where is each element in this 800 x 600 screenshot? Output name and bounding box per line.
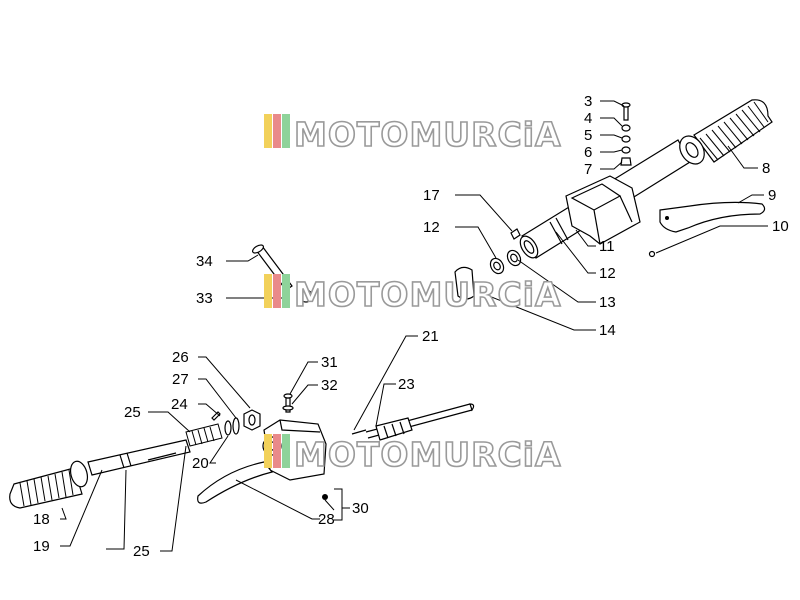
- callout-23: 23: [398, 376, 415, 393]
- callout-9: 9: [768, 187, 776, 204]
- washers: [211, 409, 261, 436]
- callout-4: 4: [584, 110, 592, 127]
- callout-28: 28: [318, 511, 335, 528]
- switch-housing: [565, 175, 641, 245]
- right-brake-lever: [648, 201, 766, 258]
- cable-end-pin: [351, 429, 367, 435]
- callout-31: 31: [321, 354, 338, 371]
- watermark-text: MOTOMURCiA: [294, 115, 562, 154]
- leader-lines: [60, 100, 768, 552]
- watermark-stripe: [273, 434, 281, 468]
- callout-14: 14: [599, 322, 616, 339]
- callout-17: 17: [423, 187, 440, 204]
- control-cable: [365, 403, 475, 441]
- left-grip: [9, 460, 89, 509]
- watermark-stripe: [264, 434, 272, 468]
- callout-33: 33: [196, 290, 213, 307]
- callout-5: 5: [584, 127, 592, 144]
- callout-20: 20: [192, 455, 209, 472]
- clamp-part: [454, 266, 475, 300]
- callout-6: 6: [584, 144, 592, 161]
- right-grip: [679, 99, 773, 165]
- callout-labels: 3 4 5 6 7 8 9 10 11 12 12 13 14 17 18 19…: [33, 93, 789, 560]
- callout-26: 26: [172, 349, 189, 366]
- callout-7: 7: [584, 161, 592, 178]
- watermark-stripe: [282, 274, 290, 308]
- watermark-stripe: [273, 114, 281, 148]
- watermark-3: MOTOMURCiA: [264, 434, 562, 475]
- watermark-stripe: [282, 434, 290, 468]
- screw-stack: [620, 102, 632, 166]
- callout-8: 8: [762, 160, 770, 177]
- watermark-text: MOTOMURCiA: [294, 275, 562, 314]
- callout-25: 25: [133, 543, 150, 560]
- callout-30: 30: [352, 500, 369, 517]
- callout-25: 25: [124, 404, 141, 421]
- callout-24: 24: [171, 396, 188, 413]
- callout-27: 27: [172, 371, 189, 388]
- callout-3: 3: [584, 93, 592, 110]
- watermark-stripe: [264, 274, 272, 308]
- throttle-tube: [87, 439, 191, 476]
- watermark-stripe: [264, 114, 272, 148]
- spacer-rings: [489, 228, 522, 275]
- callout-19: 19: [33, 538, 50, 555]
- callout-32: 32: [321, 377, 338, 394]
- watermark-text: MOTOMURCiA: [294, 435, 562, 474]
- watermark-2: MOTOMURCiA: [264, 274, 562, 315]
- watermark-stripe: [282, 114, 290, 148]
- left-brake-lever: [197, 461, 274, 504]
- callout-18: 18: [33, 511, 50, 528]
- callout-13: 13: [599, 294, 616, 311]
- left-handlebar-assembly: [9, 393, 475, 509]
- callout-34: 34: [196, 253, 213, 270]
- watermark-stripe: [273, 274, 281, 308]
- callout-12: 12: [599, 265, 616, 282]
- callout-10: 10: [772, 218, 789, 235]
- watermark-1: MOTOMURCiA: [264, 114, 562, 155]
- callout-21: 21: [422, 328, 439, 345]
- callout-12: 12: [423, 219, 440, 236]
- callout-11: 11: [599, 238, 615, 255]
- right-handlebar-assembly: [251, 99, 773, 303]
- threaded-sleeve: [185, 423, 223, 447]
